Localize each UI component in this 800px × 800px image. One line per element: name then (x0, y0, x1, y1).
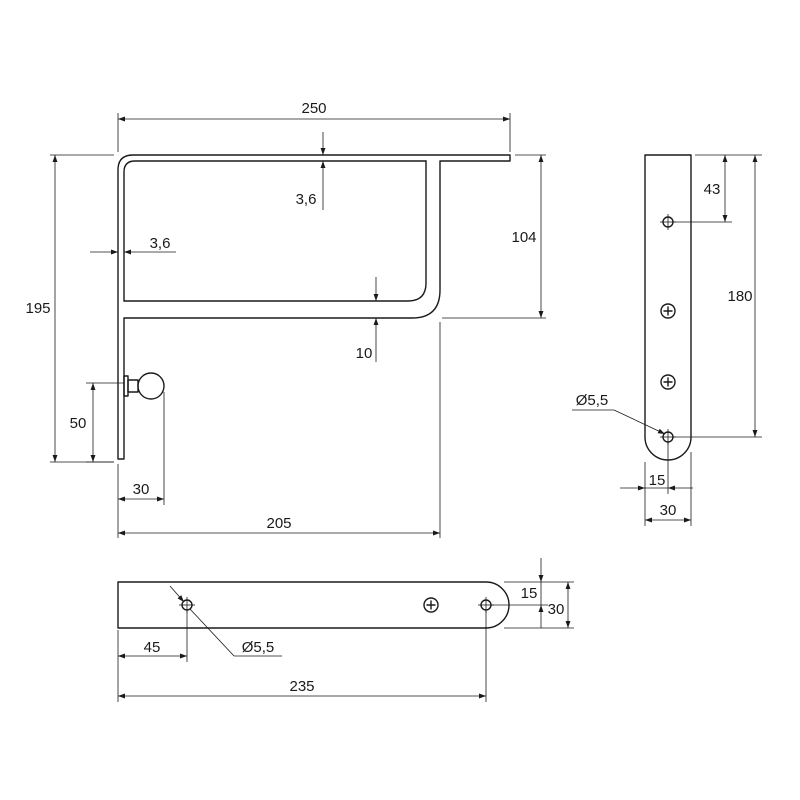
dim-label-knob-height: 50 (70, 415, 87, 432)
dim-side-hole-center: 15 (620, 443, 693, 494)
side-hole-top (660, 214, 676, 230)
dim-label-arm-bar: 10 (356, 345, 373, 362)
dim-label-side-hole-center: 15 (649, 472, 666, 489)
dim-knob-height: 50 (70, 382, 124, 463)
dim-side-length: 180 (674, 154, 762, 438)
dim-top-thickness: 3,6 (296, 132, 326, 210)
bracket-front-view (117, 154, 511, 460)
dim-side-hole-diameter: Ø5,5 (572, 392, 666, 435)
knob (123, 372, 165, 400)
dim-label-total-height: 195 (25, 300, 50, 317)
bottom-plate-outline (117, 581, 510, 629)
dim-bottom-hole-offset: 45 (117, 611, 188, 662)
dim-label-bottom-hole-offset: 45 (144, 639, 161, 656)
dim-label-bottom-length: 235 (289, 678, 314, 695)
dim-side-hole-top: 43 (674, 154, 732, 223)
dim-arm-bar: 10 (356, 277, 379, 362)
dim-label-side-hole-dia: Ø5,5 (576, 392, 609, 409)
side-plate-outline (644, 154, 692, 461)
side-hole-bottom (660, 429, 676, 445)
screw-head-icon (660, 374, 676, 390)
dim-label-arm-height: 104 (511, 229, 536, 246)
dim-label-side-hole-top: 43 (704, 181, 721, 198)
dim-label-bottom-hole-edge: 15 (521, 585, 538, 602)
dim-label-top-thickness: 3,6 (296, 191, 317, 208)
dim-top-width: 250 (117, 100, 511, 152)
dim-bottom-length: 235 (117, 611, 487, 702)
bracket-arm-inner (123, 160, 427, 302)
dim-bottom-hole-diameter: Ø5,5 (169, 585, 282, 657)
bracket-outline (117, 154, 511, 460)
dim-bottom-hole-edge: 15 (492, 558, 574, 628)
dim-knob-offset: 30 (117, 392, 165, 505)
dim-label-arm-length: 205 (266, 515, 291, 532)
dim-label-bottom-hole-dia: Ø5,5 (242, 639, 275, 656)
dim-label-bottom-width: 30 (548, 601, 565, 618)
side-plate-view (644, 154, 692, 461)
bottom-plate-view (117, 581, 510, 629)
dim-bottom-width: 30 (504, 582, 574, 629)
dim-side-thickness: 3,6 (90, 235, 176, 255)
dim-label-side-thickness: 3,6 (150, 235, 171, 252)
dim-label-side-width: 30 (660, 502, 677, 519)
dim-side-width: 30 (644, 452, 692, 526)
screw-head-icon (423, 597, 439, 613)
dim-label-top-width: 250 (301, 100, 326, 117)
screw-head-icon (660, 303, 676, 319)
bottom-hole-right (478, 597, 494, 613)
dim-arm-height: 104 (442, 154, 546, 319)
dim-arm-length: 205 (117, 322, 441, 538)
dim-label-side-length: 180 (727, 288, 752, 305)
bottom-hole-left (179, 597, 195, 613)
dim-label-knob-offset: 30 (133, 481, 150, 498)
dim-total-height: 195 (25, 154, 114, 463)
bracket-inner-corner (123, 160, 427, 302)
